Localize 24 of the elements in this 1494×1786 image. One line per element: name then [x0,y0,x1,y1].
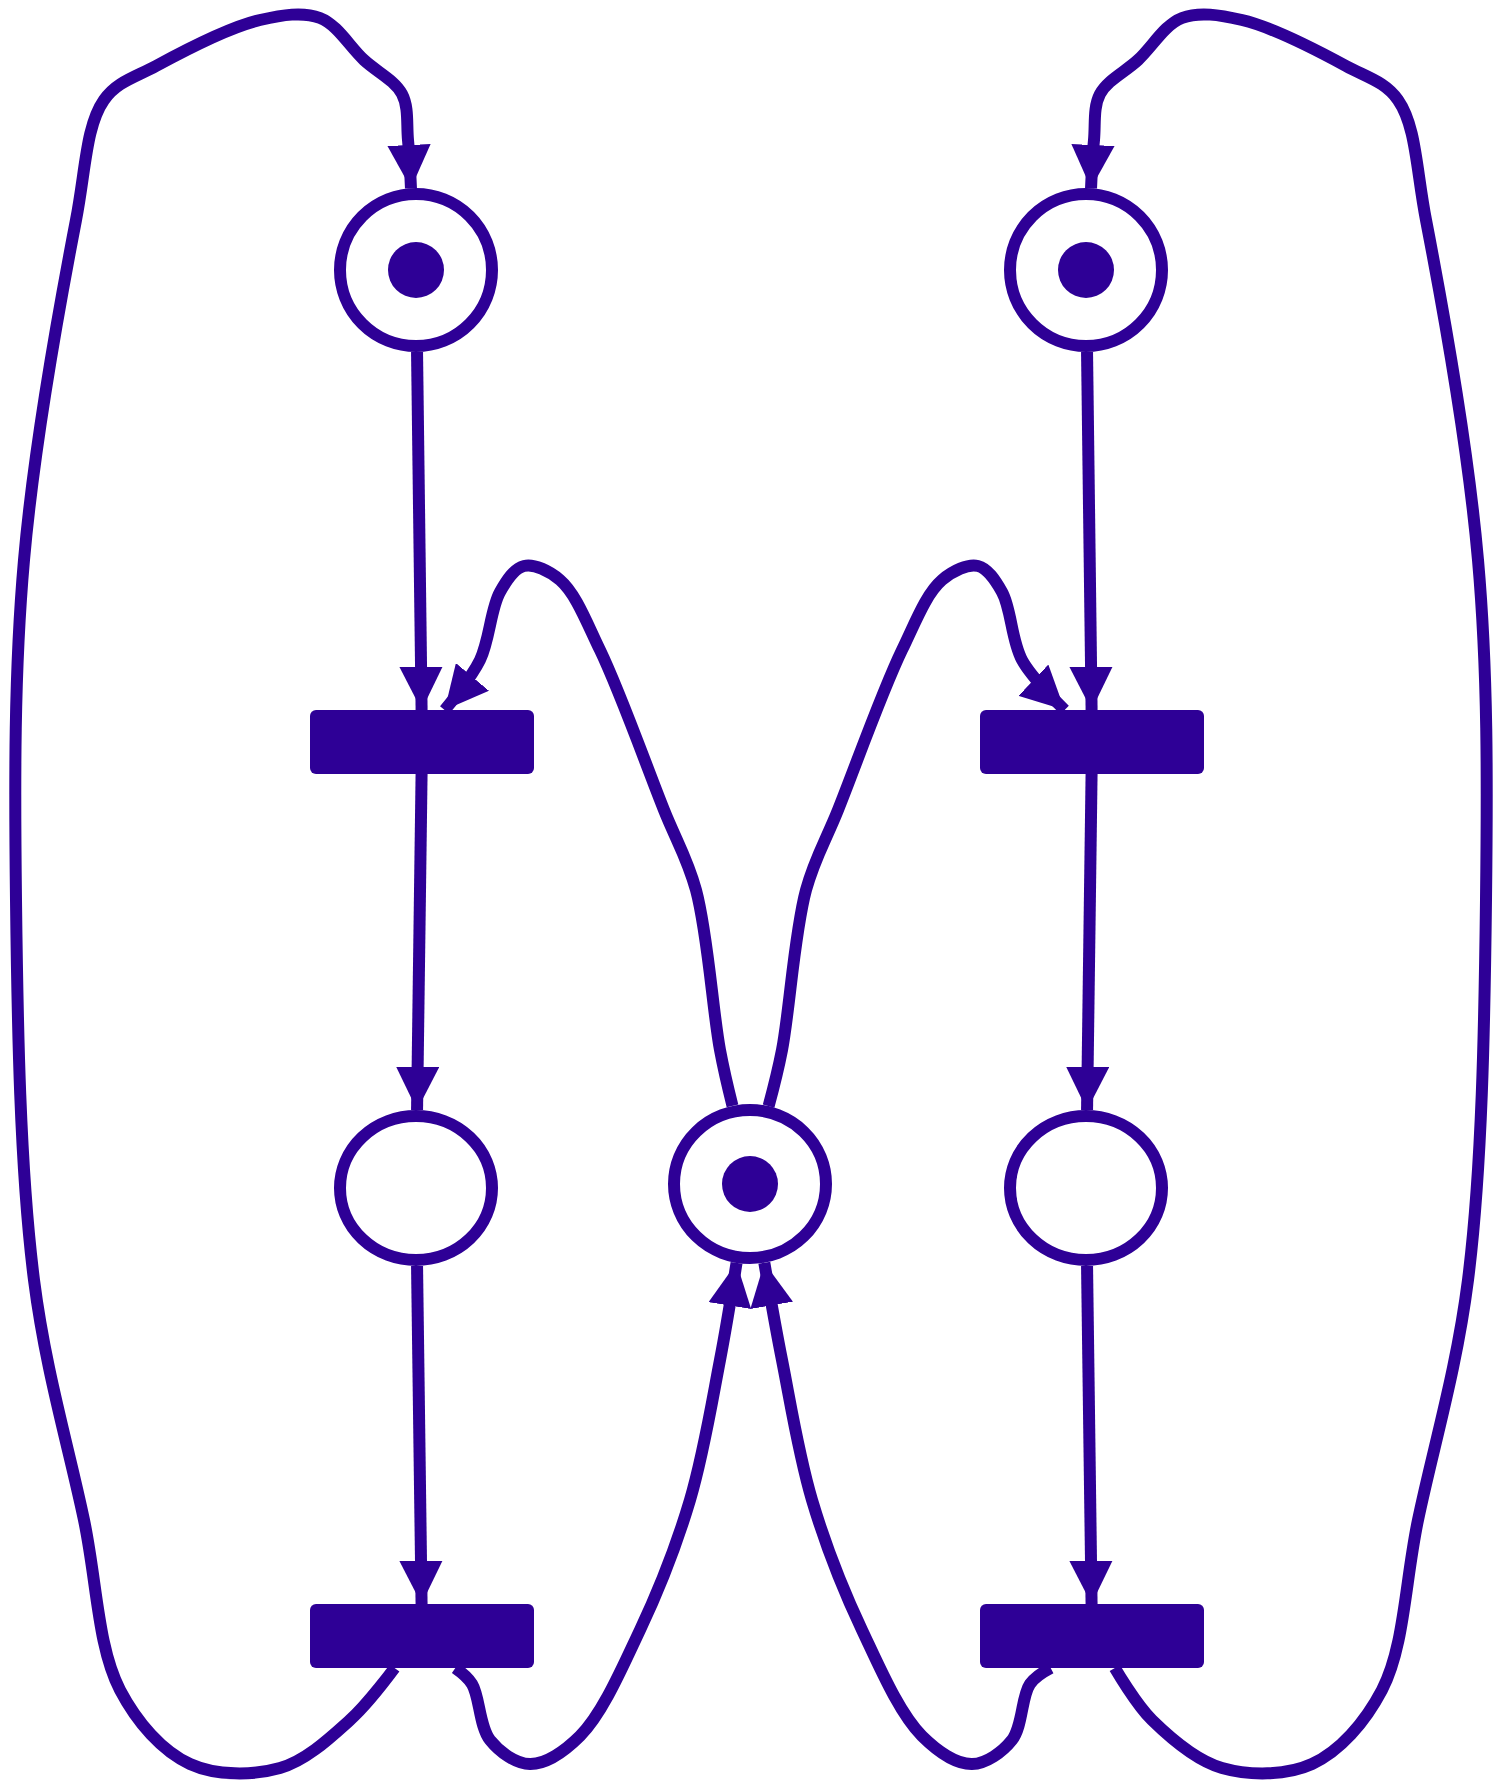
place-circle [334,1110,498,1266]
arrow [9,8,431,1780]
token-dot [1058,242,1114,298]
transition-bar [980,1604,1204,1668]
token-dot [388,242,444,298]
token-dot [722,1156,778,1212]
arrow [440,559,739,1108]
arrow [396,773,440,1111]
transition-bar [980,710,1204,774]
transition-bar [310,710,534,774]
arrow [1069,351,1113,711]
arrow [399,351,443,711]
arrow [1069,1265,1113,1605]
arrow [451,1261,752,1770]
arrow [762,559,1069,1108]
arrow [750,1261,1054,1770]
place-circle [1004,188,1168,352]
arrow [1071,8,1493,1779]
arrow [399,1265,443,1605]
place-circle [334,188,498,352]
transition-bar [310,1604,534,1668]
arrow [1066,773,1110,1111]
place-circle [668,1104,832,1264]
place-circle [1004,1110,1168,1266]
